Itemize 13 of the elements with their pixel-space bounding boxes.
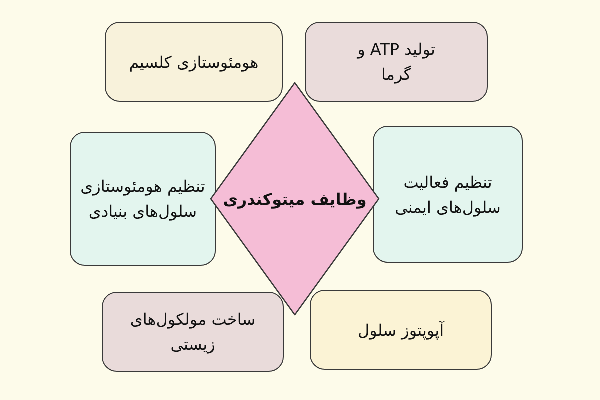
process-box bbox=[373, 126, 523, 263]
process-box bbox=[102, 292, 284, 372]
node-label: تنظیم فعالیت سلول‌های ایمنی bbox=[394, 172, 502, 219]
node-label: ساخت مولکول‌های زیستی bbox=[129, 309, 257, 356]
process-box bbox=[310, 290, 492, 370]
node-label: تنظیم هومئوستازی سلول‌های بنیادی bbox=[80, 176, 206, 223]
node-label: هومئوستازی کلسیم bbox=[129, 52, 259, 74]
process-box bbox=[105, 22, 283, 102]
node-label: آپوپتوز سلول bbox=[358, 320, 444, 342]
node-label: تولید ATP و گرما bbox=[356, 39, 436, 86]
process-box bbox=[305, 22, 488, 102]
node-label: وظایف میتوکندری bbox=[223, 188, 367, 211]
process-box bbox=[70, 132, 216, 266]
